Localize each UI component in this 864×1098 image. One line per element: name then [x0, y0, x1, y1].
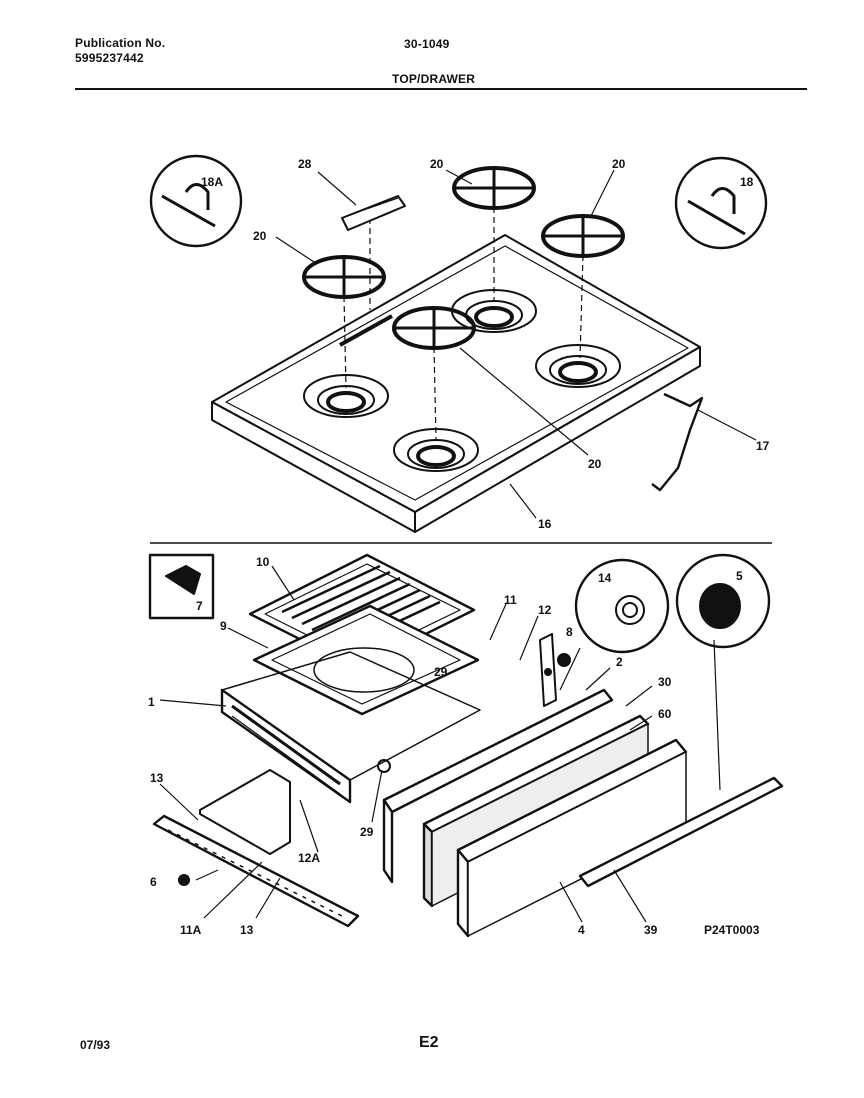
detail-18a	[149, 154, 243, 248]
callout-18: 18	[740, 175, 754, 189]
cooktop-top	[211, 234, 701, 533]
callout-8: 8	[566, 625, 573, 639]
callout-20-left: 20	[253, 229, 267, 243]
publication-label: Publication No.	[75, 36, 166, 50]
drawer-front-2	[382, 688, 614, 884]
grate-center	[392, 306, 476, 350]
grate-rear	[452, 166, 536, 210]
detail-7	[148, 553, 215, 620]
publication-number: 5995237442	[75, 51, 144, 65]
callout-60: 60	[658, 707, 672, 721]
callout-1: 1	[148, 695, 155, 709]
callout-4: 4	[578, 923, 585, 937]
callout-11: 11	[504, 593, 517, 607]
burner-well-center-front	[393, 428, 479, 472]
callout-29-lower: 29	[360, 825, 374, 839]
section-title: TOP/DRAWER	[392, 72, 476, 86]
callout-20-rear: 20	[430, 157, 444, 171]
screw-6	[178, 874, 190, 886]
alignment-lines	[343, 207, 584, 441]
callout-16: 16	[538, 517, 552, 531]
rail-13	[152, 814, 360, 928]
callout-11a: 11A	[180, 923, 202, 937]
footer-date: 07/93	[80, 1038, 111, 1052]
callout-9: 9	[220, 619, 227, 633]
callout-17: 17	[756, 439, 770, 453]
wire-17	[651, 392, 704, 492]
drawer-frame-1	[220, 651, 481, 804]
trim-39	[578, 776, 784, 888]
callout-28: 28	[298, 157, 312, 171]
bracket-11a	[199, 769, 291, 855]
detail-5-knob	[675, 553, 771, 649]
callout-20-center: 20	[588, 457, 602, 471]
callout-12a: 12A	[298, 851, 320, 865]
callout-5: 5	[736, 569, 743, 583]
header-rule	[75, 88, 807, 90]
callout-2: 2	[616, 655, 623, 669]
callout-20-right: 20	[612, 157, 626, 171]
callout-13-upper: 13	[150, 771, 164, 785]
callout-6: 6	[150, 875, 157, 889]
callout-labels: 18A 18 28 20 20 20 20 17 16 10 9 7 1 11 …	[148, 157, 770, 937]
broiler-tray-9	[252, 604, 480, 716]
callout-29-upper: 29	[434, 665, 448, 679]
leader-lines-top	[275, 169, 757, 519]
drawer-panel-4	[456, 738, 688, 938]
callout-14: 14	[598, 571, 612, 585]
detail-18	[674, 156, 768, 250]
leader-lines-bottom	[159, 565, 721, 923]
footer-page: E2	[419, 1034, 439, 1051]
detail-14-knob	[574, 558, 670, 654]
screw-8	[557, 653, 571, 667]
callout-10: 10	[256, 555, 270, 569]
callout-18a: 18A	[201, 175, 223, 189]
grommet-29	[377, 759, 391, 773]
callout-39: 39	[644, 923, 658, 937]
callout-12: 12	[538, 603, 552, 617]
drawing-code: P24T0003	[704, 923, 760, 937]
grate-left	[302, 255, 386, 299]
burner-well-right	[535, 344, 621, 388]
burner-well-left-front	[303, 374, 389, 418]
callout-30: 30	[658, 675, 672, 689]
callout-13-lower: 13	[240, 923, 254, 937]
bracket-28	[341, 195, 406, 231]
callout-7: 7	[196, 599, 203, 613]
model-number: 30-1049	[404, 37, 450, 51]
burner-well-center-rear	[451, 289, 537, 333]
bracket-12	[539, 633, 557, 707]
grate-right	[541, 214, 625, 258]
